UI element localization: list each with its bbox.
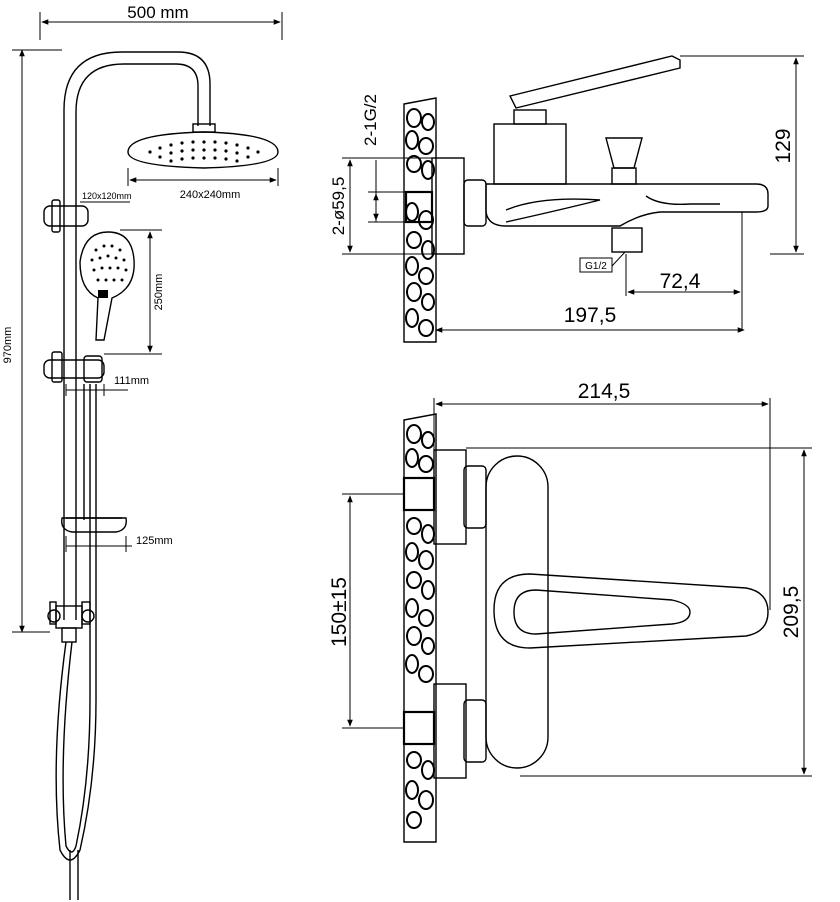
hand-shower: [79, 231, 135, 341]
shower-head-nozzles: [148, 140, 260, 163]
hand-shower-button: [98, 290, 108, 298]
spout-offset-label: 72,4: [660, 270, 701, 293]
faucet-side-view: G1/2 129 72,4 197,5 2-ø59,5 2-1G/2: [329, 55, 804, 343]
soap-dish: [61, 517, 127, 533]
spout-curve: [505, 198, 601, 223]
outlet-thread-label: G1/2: [585, 261, 607, 272]
flex-hose-outer: [55, 384, 97, 861]
outlet-thread-leader: [611, 251, 626, 267]
width-label: 500 mm: [127, 3, 188, 22]
shower-set-drawing: 500 mm 970mm 240x240mm 120: [2, 3, 283, 900]
diameter-label: 2-ø59,5: [329, 177, 348, 236]
rain-shower-head: [127, 131, 279, 169]
lever-handle: [508, 55, 681, 109]
lever-base: [513, 109, 547, 125]
hand-shower-nozzles: [90, 244, 128, 282]
wall-pebbles-top: [405, 108, 435, 337]
head-connector: [192, 123, 216, 133]
handset-holder: [43, 359, 105, 379]
outlet-connector: [611, 227, 643, 253]
handset-size-label: 120x120mm: [82, 191, 132, 201]
escutcheon: [431, 157, 465, 255]
handset-holder-clip: [83, 355, 103, 383]
side-height-label: 129: [772, 128, 795, 163]
diverter-stem: [611, 167, 637, 185]
mixer-body: [485, 183, 769, 227]
nut-upper: [463, 465, 487, 529]
bracket-offset-label: 111mm: [114, 375, 149, 387]
height-label: 970mm: [2, 327, 14, 364]
slide-bracket-upper: [43, 205, 89, 227]
diverter-handle-left: [49, 601, 57, 625]
lever-plan-inner: [513, 589, 691, 635]
diverter-knob-right: [81, 609, 95, 623]
handset-holder-knob: [51, 351, 63, 383]
head-size-label: 240x240mm: [180, 189, 241, 201]
depth-label: 197,5: [564, 304, 617, 327]
escutcheon-upper: [433, 449, 467, 545]
eccentric-nut: [463, 179, 487, 227]
nut-lower: [463, 699, 487, 763]
mixer-body-top: [485, 455, 549, 769]
centers-label: 150±15: [328, 577, 351, 647]
cartridge-housing: [493, 123, 567, 185]
escutcheon-lower: [433, 683, 467, 779]
diverter-knob: [605, 137, 643, 169]
riser-pipe-inner: [75, 63, 199, 620]
soap-dish-label: 125mm: [136, 535, 173, 547]
diverter-knob-left: [47, 609, 61, 623]
diverter-outlet: [61, 627, 77, 643]
flex-hose-inner: [62, 384, 91, 853]
top-height-label: 209,5: [780, 586, 803, 639]
lever-plan: [493, 573, 769, 649]
spout-detail: [645, 195, 720, 206]
riser-pipe-outer: [63, 51, 211, 620]
handset-length-label: 250mm: [153, 274, 165, 311]
outlet-thread-box: [579, 257, 613, 273]
thread-label: 2-1G/2: [361, 94, 380, 146]
top-width-label: 214,5: [578, 380, 631, 403]
faucet-top-view: 214,5 150±15 209,5: [328, 380, 812, 843]
slide-bracket-knob: [51, 199, 61, 233]
